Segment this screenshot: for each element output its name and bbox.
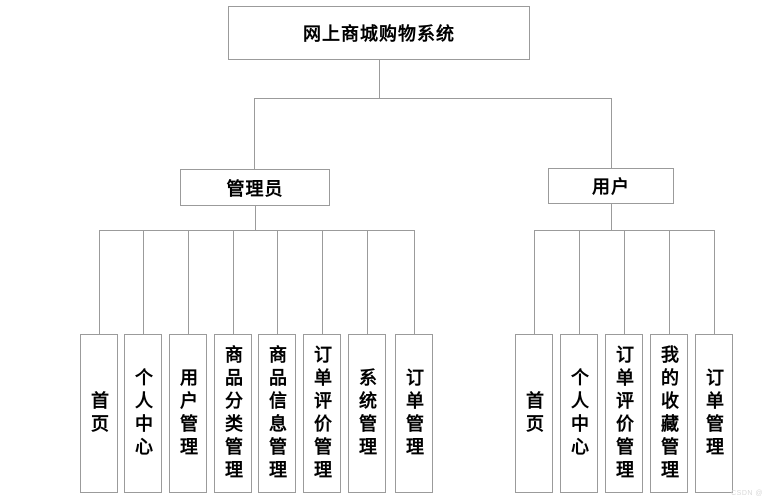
admin-leaf-product-info-management: 商品信息管理 [258, 334, 296, 493]
admin-leaf-order-management-label: 订单管理 [404, 367, 424, 460]
user-leaf-home-label: 首页 [524, 390, 544, 437]
connector-user-leaf-drop [534, 230, 535, 334]
connector-admin-leaf-drop [277, 230, 278, 334]
connector-admin-leaf-drop [99, 230, 100, 334]
user-leaf-order-review-management-label: 订单评价管理 [614, 344, 634, 483]
root-node-system-title: 网上商城购物系统 [228, 6, 530, 60]
admin-leaf-product-category-management-label: 商品分类管理 [223, 344, 243, 483]
connector-user-stem [611, 204, 612, 230]
user-leaf-my-favorites-management: 我的收藏管理 [650, 334, 688, 493]
admin-leaf-order-review-management: 订单评价管理 [303, 334, 341, 493]
user-leaf-my-favorites-management-label: 我的收藏管理 [659, 344, 679, 483]
connector-admin-leaf-drop [188, 230, 189, 334]
admin-leaf-personal-center: 个人中心 [124, 334, 162, 493]
branch-node-user: 用户 [548, 168, 674, 204]
connector-user-leaf-drop [714, 230, 715, 334]
connector-admin-leaves-span [99, 230, 415, 231]
connector-user-leaf-drop [624, 230, 625, 334]
branch-node-admin: 管理员 [180, 169, 330, 206]
admin-leaf-system-management-label: 系统管理 [357, 367, 377, 460]
connector-admin-drop [254, 98, 255, 169]
user-leaf-personal-center: 个人中心 [560, 334, 598, 493]
admin-leaf-system-management: 系统管理 [348, 334, 386, 493]
user-leaf-order-management: 订单管理 [695, 334, 733, 493]
user-leaf-home: 首页 [515, 334, 553, 493]
connector-admin-leaf-drop [322, 230, 323, 334]
branch-admin-label: 管理员 [226, 178, 284, 199]
connector-user-leaf-drop [669, 230, 670, 334]
admin-leaf-order-management: 订单管理 [395, 334, 433, 493]
admin-leaf-personal-center-label: 个人中心 [133, 367, 153, 460]
admin-leaf-home-label: 首页 [89, 390, 109, 437]
root-node-label: 网上商城购物系统 [303, 24, 455, 44]
admin-leaf-order-review-management-label: 订单评价管理 [312, 344, 332, 483]
admin-leaf-home: 首页 [80, 334, 118, 493]
connector-user-leaf-drop [579, 230, 580, 334]
branch-user-label: 用户 [592, 177, 630, 197]
admin-leaf-user-management-label: 用户管理 [178, 367, 198, 460]
csdn-watermark: CSDN @ [731, 490, 763, 497]
connector-admin-leaf-drop [233, 230, 234, 334]
user-leaf-order-management-label: 订单管理 [704, 367, 724, 460]
admin-leaf-product-info-management-label: 商品信息管理 [267, 344, 287, 483]
connector-level2-span [254, 98, 612, 99]
user-leaf-personal-center-label: 个人中心 [569, 367, 589, 460]
user-leaf-order-review-management: 订单评价管理 [605, 334, 643, 493]
admin-leaf-user-management: 用户管理 [169, 334, 207, 493]
connector-admin-leaf-drop [143, 230, 144, 334]
connector-admin-stem [255, 206, 256, 230]
connector-root-stem [379, 60, 380, 98]
admin-leaf-product-category-management: 商品分类管理 [214, 334, 252, 493]
connector-user-drop [611, 98, 612, 168]
connector-admin-leaf-drop [414, 230, 415, 334]
connector-admin-leaf-drop [367, 230, 368, 334]
